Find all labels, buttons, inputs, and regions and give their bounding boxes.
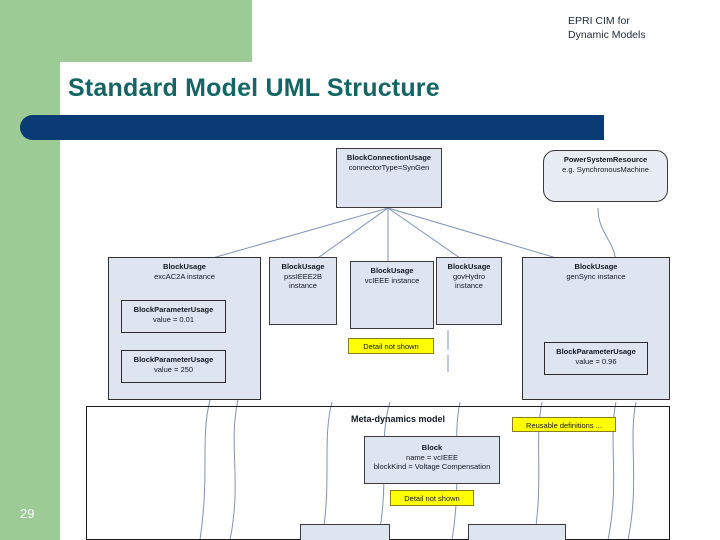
node-subtitle: govHydro [452, 271, 486, 281]
node-subtitle: vcIEEE instance [364, 275, 420, 285]
param-title: BlockParameterUsage [133, 355, 214, 364]
page-number: 29 [20, 506, 35, 521]
node-partial-left[interactable] [300, 524, 390, 540]
node-block-usage-govhydro[interactable]: BlockUsage govHydro instance [436, 257, 502, 325]
slide-header-line1: EPRI CIM for [568, 15, 630, 27]
node-subtitle: pssIEEE2B [284, 271, 322, 281]
node-block-parameter-usage-096[interactable]: BlockParameterUsage value = 0.96 [544, 342, 648, 375]
green-header-block [0, 0, 252, 62]
node-title: BlockUsage [163, 262, 206, 271]
note-reusable-definitions[interactable]: Reusable definitions ... [512, 417, 616, 432]
uml-diagram: BlockConnectionUsage connectorType=SynGe… [60, 140, 720, 540]
node-block-parameter-usage-001[interactable]: BlockParameterUsage value = 0.01 [121, 300, 226, 333]
node-title: PowerSystemResource [563, 155, 648, 164]
node-title: BlockUsage [281, 262, 325, 271]
node-title: BlockUsage [370, 266, 414, 275]
param-title: BlockParameterUsage [556, 347, 636, 356]
page-title: Standard Model UML Structure [68, 74, 440, 102]
node-title: Block [421, 443, 443, 452]
node-block-vcieee[interactable]: Block name = vcIEEE blockKind = Voltage … [364, 436, 500, 484]
node-subtitle: e.g. SynchronousMachine [562, 164, 649, 174]
node-title: BlockUsage [574, 262, 618, 271]
param-value: value = 0.01 [152, 314, 195, 324]
node-subtitle-2: instance [289, 281, 317, 290]
node-partial-right[interactable] [468, 524, 566, 540]
node-title: BlockConnectionUsage [346, 153, 432, 162]
node-block-usage-vcieee[interactable]: BlockUsage vcIEEE instance [350, 261, 434, 329]
node-block-usage-gensync[interactable]: BlockUsage genSync instance [522, 257, 670, 400]
node-subtitle: excAC2A instance [154, 271, 215, 281]
note-text: Reusable definitions ... [526, 421, 602, 430]
meta-dynamics-label: Meta-dynamics model [350, 414, 446, 424]
node-subtitle: genSync instance [566, 271, 626, 281]
node-block-connection-usage[interactable]: BlockConnectionUsage connectorType=SynGe… [336, 148, 442, 208]
node-attr-name: name = vcIEEE [406, 452, 458, 462]
param-value: value = 0.96 [575, 356, 617, 366]
node-attr-blockkind: blockKind = Voltage Compensation [373, 462, 491, 471]
slide-header: EPRI CIM for Dynamic Models [568, 14, 718, 42]
slide-header-line2: Dynamic Models [568, 29, 646, 41]
node-title: BlockUsage [447, 262, 491, 271]
note-detail-not-shown-lower[interactable]: Detail not shown [390, 490, 474, 506]
navy-title-bar [20, 115, 604, 140]
green-side-rail [0, 62, 60, 540]
note-text: Detail not shown [404, 494, 460, 503]
param-title: BlockParameterUsage [133, 305, 214, 314]
node-block-parameter-usage-250[interactable]: BlockParameterUsage value = 250 [121, 350, 226, 383]
node-power-system-resource[interactable]: PowerSystemResource e.g. SynchronousMach… [543, 150, 668, 202]
node-block-usage-pssieee2b[interactable]: BlockUsage pssIEEE2B instance [269, 257, 337, 325]
note-text: Detail not shown [363, 342, 419, 351]
node-subtitle: connectorType=SynGen [348, 162, 430, 172]
node-subtitle-2: instance [455, 281, 483, 290]
param-value: value = 250 [154, 364, 193, 374]
note-detail-not-shown-upper[interactable]: Detail not shown [348, 338, 434, 354]
